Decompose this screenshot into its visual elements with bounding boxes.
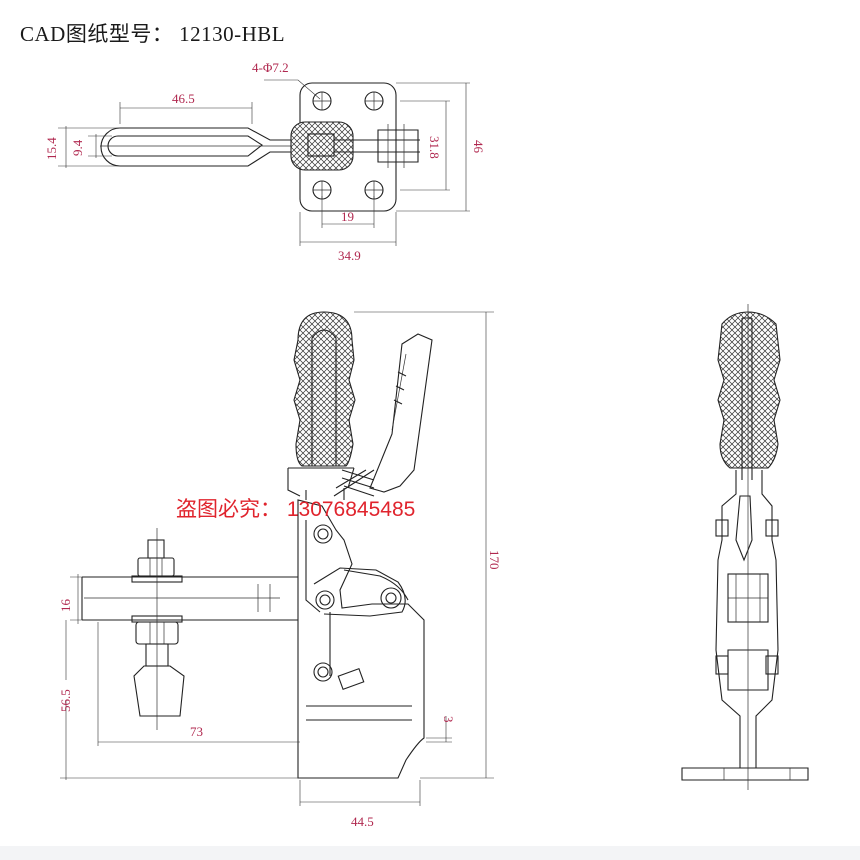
dim-slot-outer-width: 15.4 [44,137,59,160]
slotted-arm [100,127,300,167]
dim-reach: 73 [190,724,203,739]
dim-hole-pitch-v: 31.8 [427,136,442,159]
pivot-pins [313,524,402,682]
dim-slot-inner-width: 9.4 [70,139,85,156]
handle-core [311,329,337,466]
dim-base-step: 3 [441,716,456,723]
side-view [681,304,809,790]
dim-overall-height: 170 [487,550,502,570]
dim-slot-length: 46.5 [172,91,195,106]
side-handle-grip [717,311,781,469]
handle-grip-top [290,121,354,171]
dim-base-width: 44.5 [351,814,374,829]
footer-strip [0,846,860,860]
dim-plate-height: 46 [471,140,486,154]
watermark-text: 盗图必究： 13076845485 [176,498,415,521]
front-view-dimensions [60,311,494,806]
spring [333,469,375,497]
arm-slot [107,135,263,157]
release-lever [369,333,433,493]
clamp-body [297,499,425,779]
hold-down-arm [81,576,298,621]
dim-plate-width: 34.9 [338,248,361,263]
drawing-title: CAD图纸型号： 12130-HBL [20,22,286,46]
dim-hole-pitch-h: 19 [341,209,354,224]
handle-grip [293,311,356,467]
dim-arm-thickness: 16 [58,599,73,613]
spindle-assembly [131,528,185,730]
top-view [58,79,470,246]
dim-hole-callout: 4-Φ7.2 [252,60,289,75]
top-view-dimensions [58,79,470,246]
dim-spindle-height: 56.5 [58,689,73,712]
front-view [60,311,494,806]
side-base-foot [681,767,809,781]
